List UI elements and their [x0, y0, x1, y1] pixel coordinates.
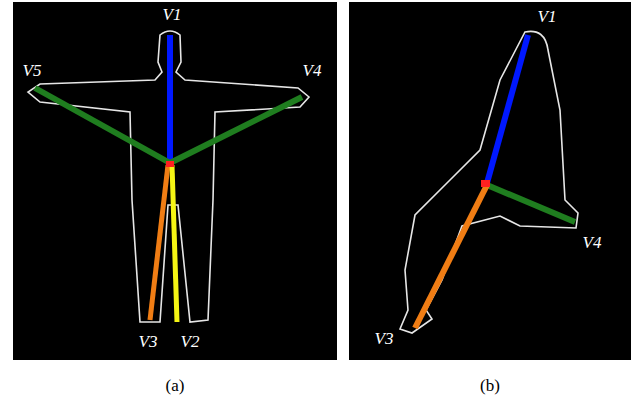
- body-outline: [400, 31, 578, 333]
- joint-label: V3: [375, 330, 394, 347]
- leg-limb: [150, 165, 168, 320]
- head-limb: [167, 35, 173, 163]
- leg-limb: [415, 185, 487, 328]
- joint-label: V5: [23, 62, 42, 79]
- panel-caption: (a): [166, 377, 185, 394]
- panel-ground: [349, 2, 631, 360]
- head-limb: [487, 35, 528, 183]
- leg-limb: [172, 165, 177, 322]
- body-outline: [28, 31, 309, 322]
- joint-label: V4: [303, 62, 322, 79]
- joint-label: V4: [583, 234, 602, 251]
- center-mark: [166, 161, 174, 167]
- joint-label: V1: [538, 8, 557, 25]
- panel-ground: [13, 2, 337, 360]
- arm-limb: [487, 185, 575, 222]
- arm-limb: [35, 88, 170, 163]
- joint-label: V1: [163, 6, 182, 23]
- arm-limb: [170, 97, 302, 163]
- center-mark: [481, 180, 490, 187]
- joint-label: V3: [139, 333, 158, 350]
- joint-label: V2: [181, 333, 200, 350]
- panel-caption: (b): [480, 377, 500, 394]
